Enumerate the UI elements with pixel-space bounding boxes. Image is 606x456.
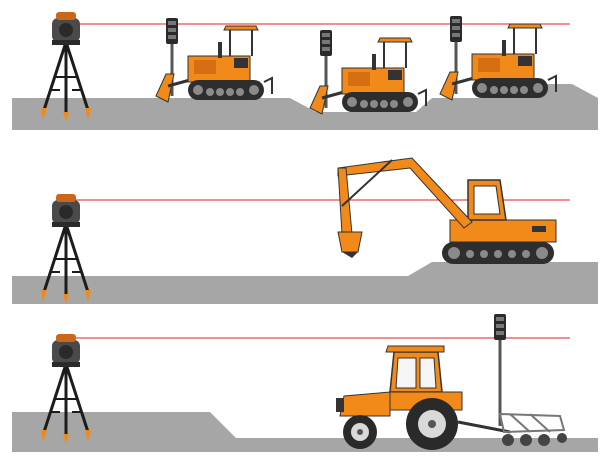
panel-3-tractor: [12, 314, 598, 452]
ground-panel-1: [12, 84, 598, 130]
ground-panel-3: [12, 412, 598, 452]
panel-2-excavator: [12, 157, 598, 306]
ground-panel-2: [12, 262, 598, 304]
excavator: [337, 157, 557, 265]
bulldozer-1: [156, 18, 272, 102]
bulldozer-2: [310, 30, 426, 114]
bulldozer-3: [440, 16, 556, 100]
panel-1-dozers: [12, 10, 598, 130]
tractor-with-grader: [336, 314, 567, 450]
